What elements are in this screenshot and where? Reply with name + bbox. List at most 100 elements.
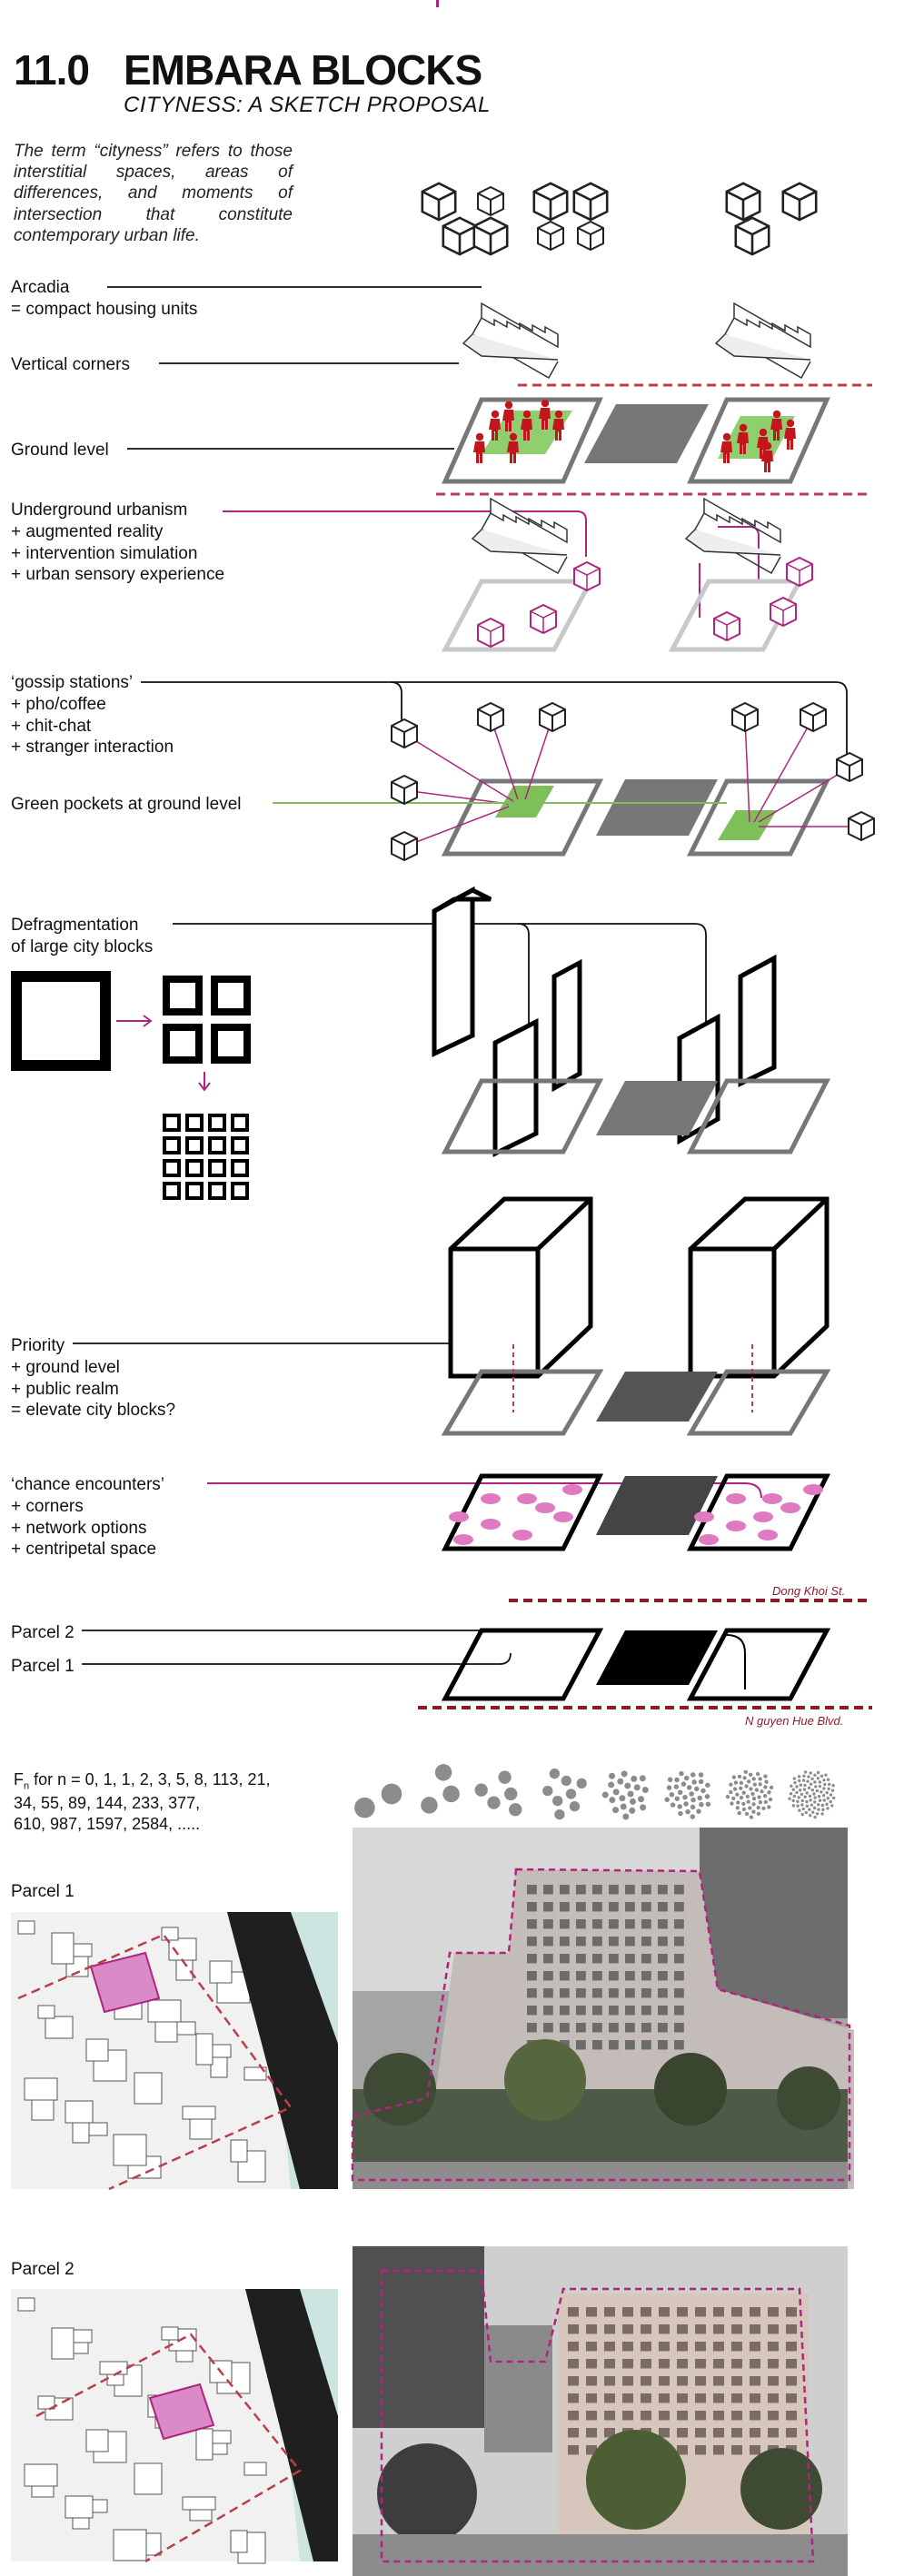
- window: [677, 2428, 688, 2437]
- city-block: [114, 2135, 146, 2165]
- window: [586, 2342, 597, 2351]
- window: [625, 1954, 635, 1963]
- phyllotaxis-seed: [770, 1786, 773, 1789]
- phyllotaxis-seed: [821, 1808, 824, 1811]
- window: [576, 1988, 586, 1997]
- window: [543, 2006, 553, 2015]
- window: [786, 2359, 797, 2368]
- grid-block: [233, 1184, 247, 1198]
- phyllotaxis-seed: [817, 1808, 820, 1811]
- phyllotaxis-seed: [747, 1779, 750, 1783]
- phyllotaxis-seed: [734, 1780, 738, 1784]
- encounter-dot: [562, 1484, 582, 1495]
- window: [592, 1988, 602, 1997]
- phyllotaxis-seed: [806, 1779, 809, 1782]
- phyllotaxis-seed: [631, 1776, 637, 1782]
- phyllotaxis-seed: [760, 1789, 763, 1793]
- window: [592, 1919, 602, 1928]
- phyllotaxis-seed: [799, 1788, 801, 1791]
- phyllotaxis-seed: [630, 1798, 636, 1805]
- window: [527, 1885, 537, 1894]
- phyllotaxis-seed: [687, 1785, 691, 1789]
- window: [677, 2376, 688, 2385]
- window: [592, 1937, 602, 1946]
- window: [625, 2040, 635, 2049]
- phyllotaxis-seed: [808, 1787, 810, 1789]
- encounter-dot: [453, 1534, 473, 1545]
- window: [560, 1937, 570, 1946]
- window: [713, 2428, 724, 2437]
- grid-block: [187, 1138, 202, 1153]
- phyllotaxis-seed: [802, 1808, 805, 1810]
- parcel-diagram: [418, 1600, 872, 1708]
- phyllotaxis-seed: [744, 1784, 748, 1788]
- phyllotaxis-seed: [764, 1780, 768, 1784]
- window: [576, 1919, 586, 1928]
- window: [543, 1988, 553, 1997]
- city-block: [183, 2497, 215, 2510]
- parcel-2-axonometric: [11, 2289, 338, 2563]
- window: [658, 1971, 668, 1980]
- phyllotaxis-seed: [798, 1775, 800, 1778]
- phyllotaxis-seed: [761, 1807, 765, 1810]
- phyllotaxis-seed: [810, 1803, 813, 1806]
- window: [658, 2040, 668, 2049]
- phyllotaxis-seed: [809, 1798, 811, 1801]
- phyllotaxis-seed: [747, 1799, 750, 1803]
- encounter-dot: [780, 1502, 800, 1513]
- window: [659, 2324, 670, 2333]
- phyllotaxis-seed: [758, 1777, 761, 1780]
- phyllotaxis-seed: [801, 1799, 804, 1802]
- window: [786, 2411, 797, 2420]
- window: [586, 2324, 597, 2333]
- phyllotaxis-seed: [820, 1812, 823, 1815]
- phyllotaxis-seed: [759, 1800, 762, 1804]
- phyllotaxis-seed: [810, 1778, 813, 1780]
- window: [677, 2393, 688, 2403]
- window: [641, 2023, 651, 2032]
- phyllotaxis-seed: [751, 1810, 755, 1814]
- window: [622, 2393, 633, 2403]
- window: [731, 2393, 742, 2403]
- window: [677, 2359, 688, 2368]
- window: [604, 2342, 615, 2351]
- window: [543, 1885, 553, 1894]
- window: [592, 1885, 602, 1894]
- window: [713, 2376, 724, 2385]
- window: [604, 2376, 615, 2385]
- city-block: [183, 2106, 215, 2119]
- window: [658, 2023, 668, 2032]
- window: [568, 2376, 579, 2385]
- phyllotaxis-seed: [667, 1785, 671, 1789]
- city-block: [162, 2327, 178, 2340]
- window: [659, 2393, 670, 2403]
- phyllotaxis-seed: [825, 1791, 828, 1794]
- phyllotaxis-seed: [798, 1779, 800, 1782]
- phyllotaxis-seed: [739, 1787, 742, 1790]
- grid-block: [187, 1115, 202, 1130]
- ground-level-plates: [445, 400, 827, 481]
- phyllotaxis-seed: [731, 1797, 735, 1800]
- window: [695, 2393, 706, 2403]
- phyllotaxis-seed: [817, 1803, 820, 1806]
- phyllotaxis-seed: [802, 1778, 805, 1781]
- phyllotaxis-seed: [733, 1787, 737, 1790]
- window: [604, 2411, 615, 2420]
- window: [625, 1885, 635, 1894]
- window: [641, 2006, 651, 2015]
- phyllotaxis-seed: [684, 1776, 689, 1780]
- phyllotaxis-seed: [690, 1798, 695, 1802]
- window: [674, 1988, 684, 1997]
- phyllotaxis-seed: [609, 1797, 615, 1803]
- window: [731, 2445, 742, 2454]
- window: [713, 2411, 724, 2420]
- encounter-dot: [699, 1534, 719, 1545]
- phyllotaxis-seed: [813, 1816, 816, 1818]
- city-block: [52, 1933, 74, 1964]
- window: [658, 1885, 668, 1894]
- phyllotaxis-seed: [487, 1796, 500, 1808]
- window: [677, 2307, 688, 2316]
- window: [586, 2307, 597, 2316]
- window: [750, 2445, 760, 2454]
- window: [786, 2307, 797, 2316]
